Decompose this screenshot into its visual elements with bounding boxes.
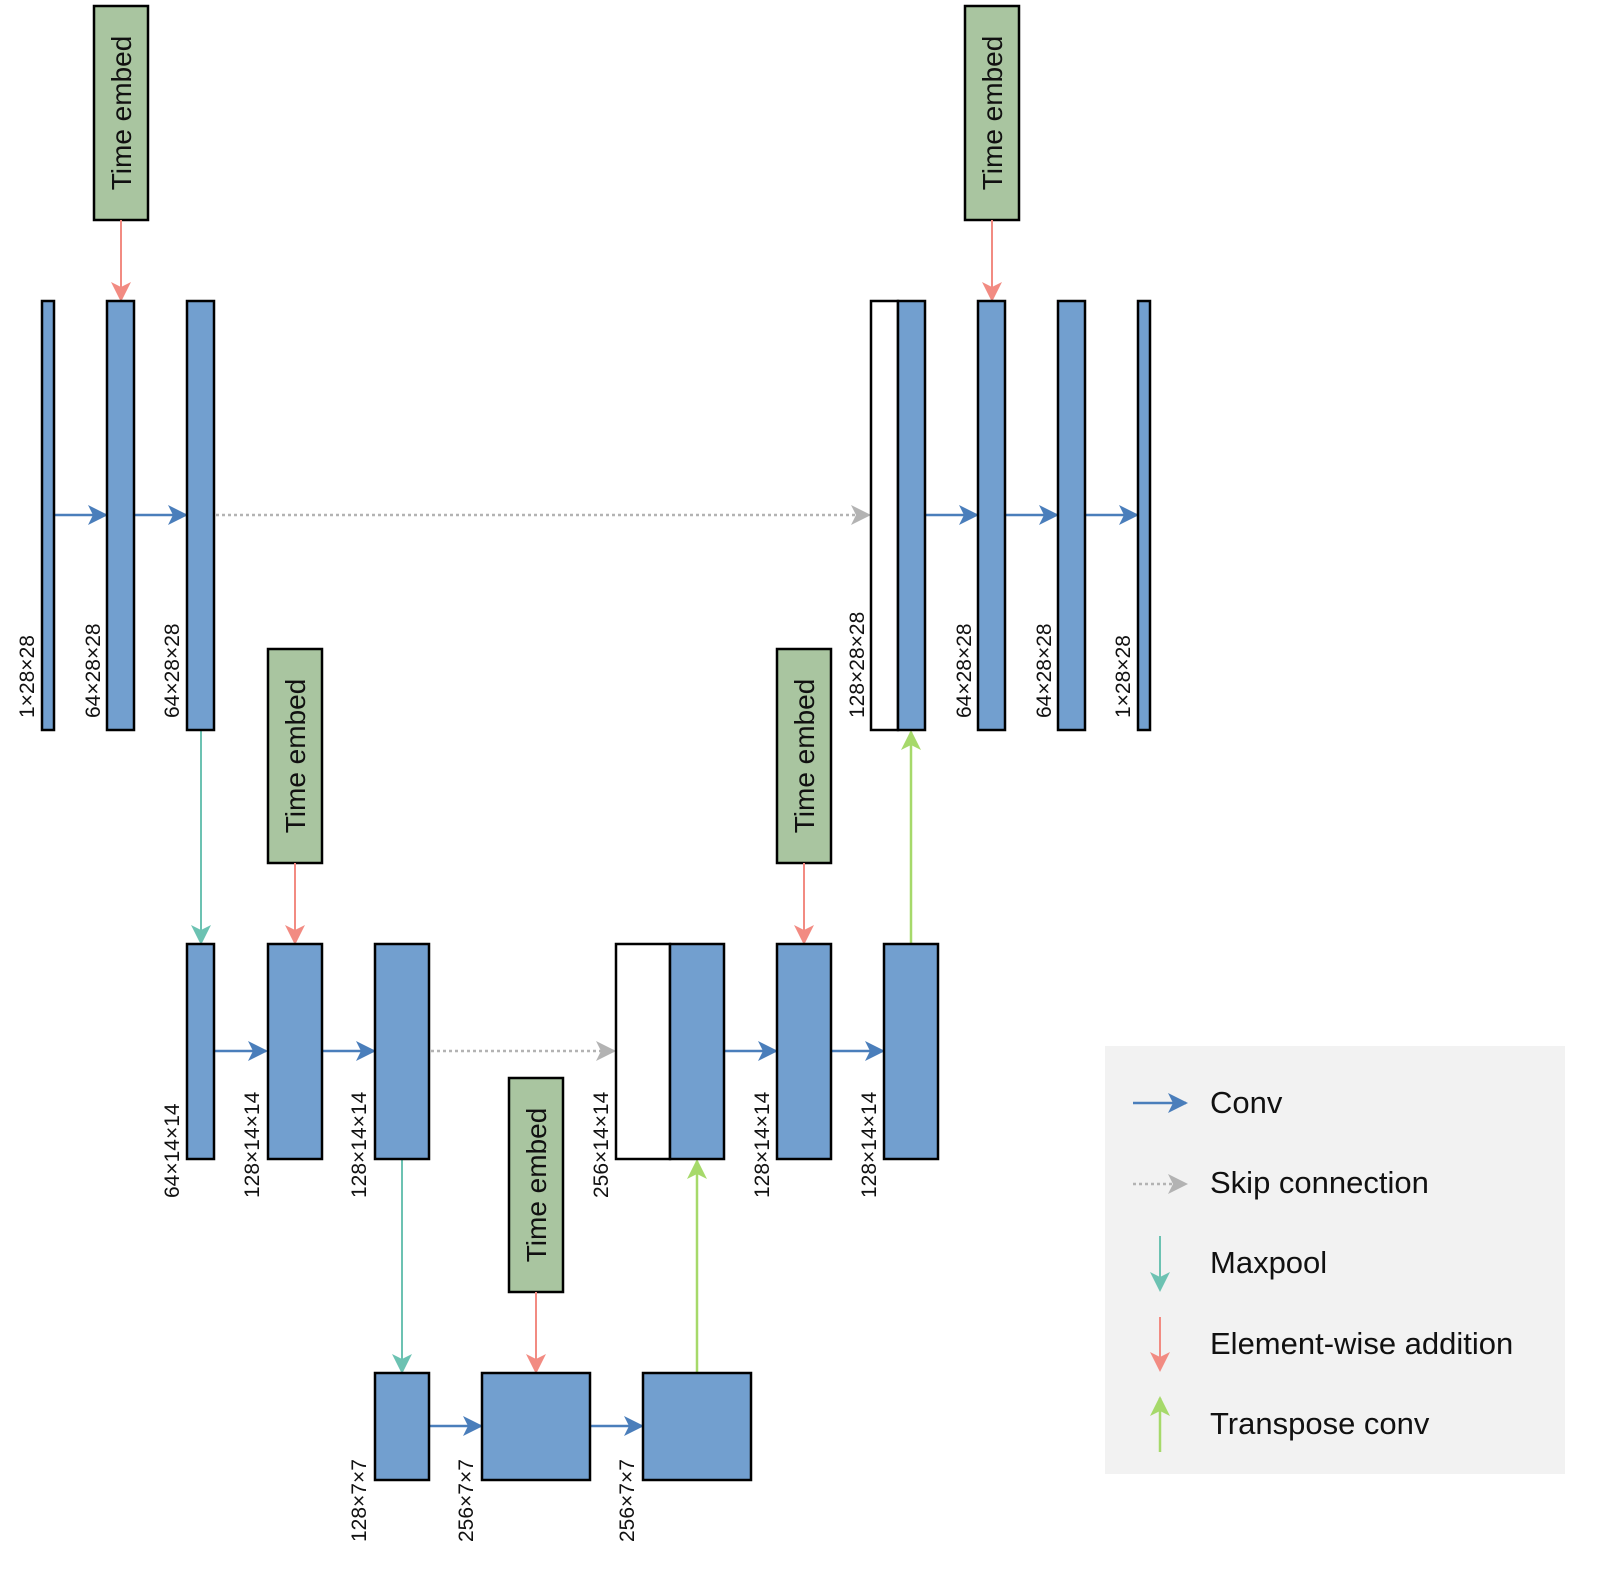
- conv-arrows: [54, 505, 1139, 1436]
- block-shape-label: 256×7×7: [616, 1459, 639, 1542]
- feature-map-block: 128×14×14: [858, 942, 940, 1198]
- feature-map-block: 128×14×14: [241, 942, 324, 1198]
- legend-item-skip: Skip connection: [1133, 1165, 1429, 1200]
- block-shape-label: 64×28×28: [953, 623, 976, 718]
- block-shape-label: 64×28×28: [161, 623, 184, 718]
- feature-map-block: 1×28×28: [1112, 299, 1152, 732]
- legend-label: Element-wise addition: [1210, 1326, 1513, 1361]
- legend-item-maxpool: Maxpool: [1150, 1236, 1327, 1292]
- time-embed-box: Time embed: [92, 4, 150, 222]
- block-shape-label: 1×28×28: [1112, 635, 1135, 718]
- time-embed-label: Time embed: [106, 36, 137, 191]
- feature-map-block: 64×28×28: [1033, 299, 1087, 732]
- time-embed-label: Time embed: [789, 679, 820, 834]
- block-shape-label: 64×28×28: [1033, 623, 1056, 718]
- legend-label: Maxpool: [1210, 1245, 1327, 1280]
- legend-background: [1105, 1046, 1565, 1474]
- block-shape-label: 64×14×14: [161, 1103, 184, 1198]
- feature-map-block: 128×14×14: [348, 942, 431, 1198]
- feature-map-block: 64×14×14: [161, 942, 216, 1198]
- block-shape-label: 128×28×28: [846, 612, 869, 718]
- feature-map-block: 1×28×28: [16, 299, 56, 732]
- concat-block: 128×28×28: [846, 299, 927, 732]
- feature-map-block: 256×7×7: [616, 1371, 753, 1542]
- time-embed-label: Time embed: [280, 679, 311, 834]
- legend: Conv Skip connection Maxpool Element-wis…: [1105, 1046, 1565, 1474]
- block-shape-label: 256×14×14: [590, 1091, 613, 1198]
- legend-item-transpose: Transpose conv: [1150, 1396, 1430, 1452]
- feature-map-block: 64×28×28: [161, 299, 216, 732]
- time-embed-box: Time embed: [775, 647, 833, 865]
- feature-map-block: 256×7×7: [455, 1371, 592, 1542]
- time-embed-box: Time embed: [266, 647, 324, 865]
- feature-map-block: 64×28×28: [953, 299, 1007, 732]
- block-shape-label: 256×7×7: [455, 1459, 478, 1542]
- legend-label: Skip connection: [1210, 1165, 1429, 1200]
- block-shape-label: 64×28×28: [82, 623, 105, 718]
- block-shape-label: 128×14×14: [241, 1091, 264, 1198]
- feature-map-block: 64×28×28: [82, 299, 136, 732]
- block-shape-label: 128×7×7: [348, 1459, 371, 1542]
- time-embed-label: Time embed: [521, 1108, 552, 1263]
- legend-item-conv: Conv: [1133, 1085, 1283, 1120]
- time-embed-label: Time embed: [977, 36, 1008, 191]
- feature-map-block: 128×14×14: [751, 942, 833, 1198]
- block-shape-label: 128×14×14: [751, 1091, 774, 1198]
- time-embed-box: Time embed: [963, 4, 1021, 222]
- feature-map-block: 128×7×7: [348, 1371, 431, 1542]
- legend-label: Conv: [1210, 1085, 1283, 1120]
- concat-block: 256×14×14: [590, 942, 726, 1198]
- block-shape-label: 1×28×28: [16, 635, 39, 718]
- block-shape-label: 128×14×14: [858, 1091, 881, 1198]
- block-shape-label: 128×14×14: [348, 1091, 371, 1198]
- legend-item-addition: Element-wise addition: [1150, 1317, 1513, 1372]
- time-embed-box: Time embed: [507, 1076, 565, 1294]
- legend-label: Transpose conv: [1210, 1406, 1430, 1441]
